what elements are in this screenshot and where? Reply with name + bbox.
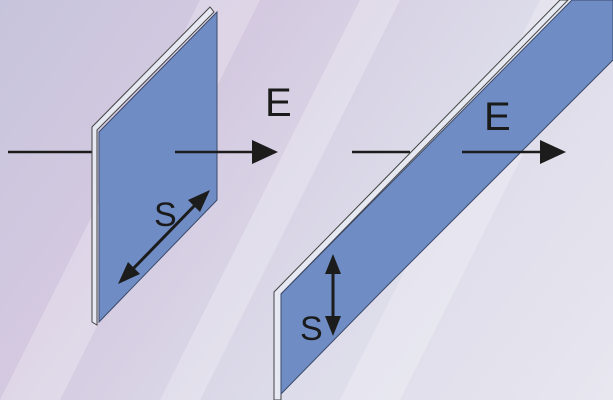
- left-plate-face: [98, 10, 218, 324]
- right-plate-face: [280, 0, 613, 396]
- left-field-arrowhead: [252, 140, 278, 164]
- left-plate-edge: [91, 6, 215, 326]
- left-displacement-arrow: [128, 200, 200, 274]
- left-field-label: E: [265, 81, 292, 125]
- left-displacement-arrowhead-bottom: [118, 262, 140, 284]
- right-displacement-arrowhead-top: [325, 254, 341, 274]
- right-field-label: E: [484, 95, 511, 139]
- right-displacement-arrowhead-bottom: [325, 316, 341, 336]
- right-displacement-label: S: [300, 310, 323, 348]
- left-displacement-arrowhead-top: [188, 190, 210, 212]
- left-displacement-label: S: [154, 196, 177, 234]
- left-panel: E S: [8, 6, 292, 326]
- right-panel: E S: [273, 0, 613, 400]
- right-field-arrowhead: [540, 140, 566, 164]
